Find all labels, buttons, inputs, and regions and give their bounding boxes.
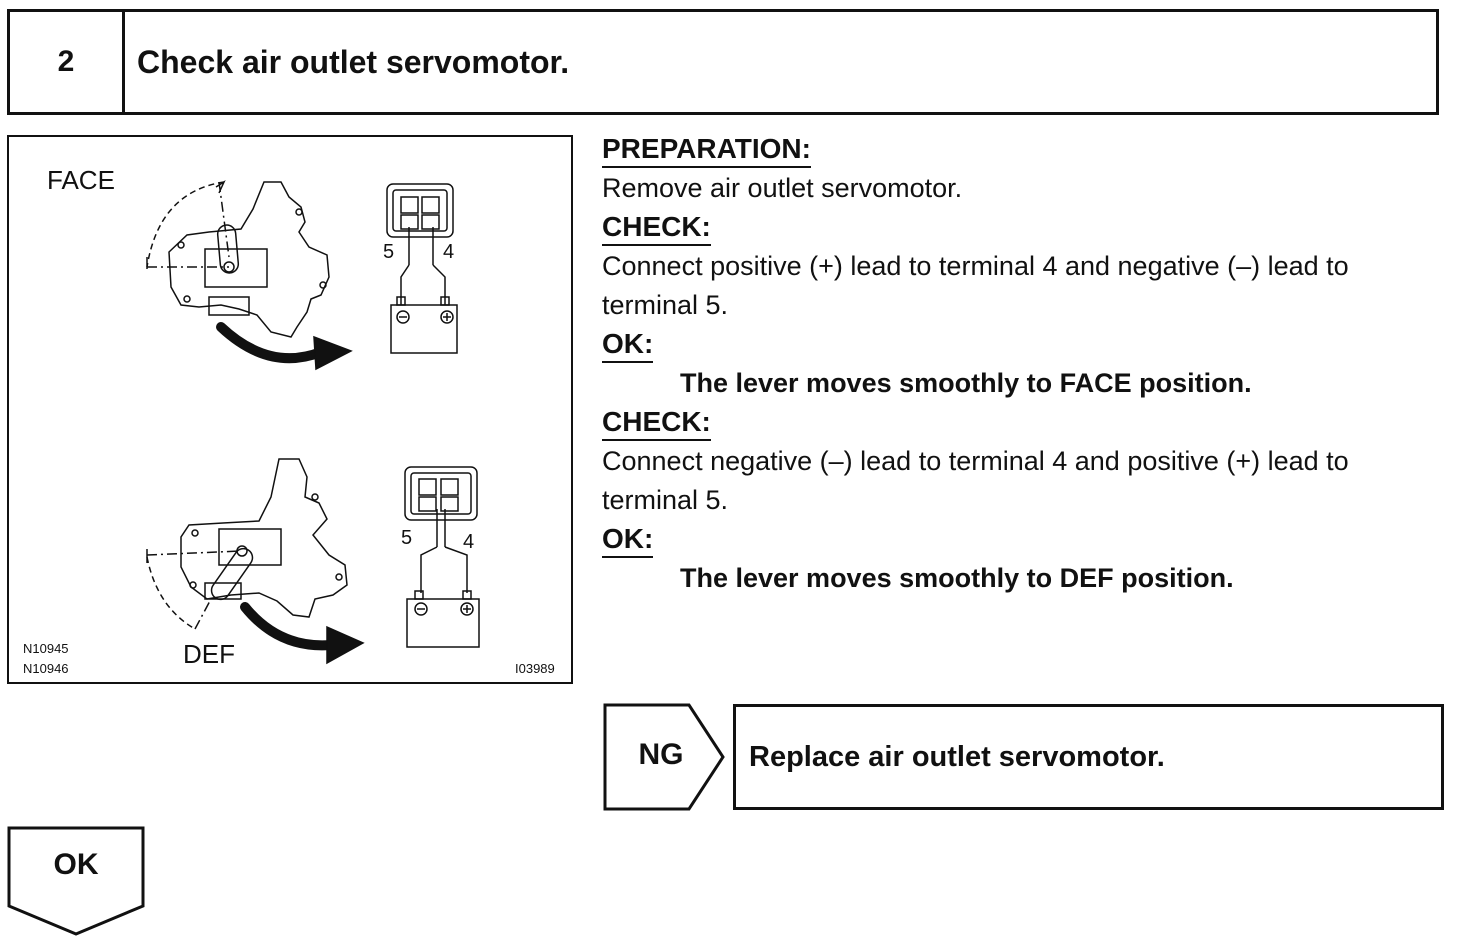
servo-lever-def [210, 547, 254, 601]
ng-action-box: Replace air outlet servomotor. [733, 704, 1444, 810]
ok-arrow-box [7, 826, 145, 936]
servomotor-figure: FACE DEF 5 4 5 4 N10945 N10946 I03989 [7, 135, 573, 684]
terminal-4-label-top: 4 [443, 241, 455, 263]
motion-arrow-face [216, 322, 326, 364]
check-heading-2: CHECK: [602, 405, 711, 441]
check-text-2: Connect negative (–) lead to terminal 4 … [602, 446, 1349, 515]
figure-code-1: N10945 [23, 641, 69, 656]
preparation-text: Remove air outlet servomotor. [602, 173, 963, 203]
step-header: 2 Check air outlet servomotor. [7, 9, 1439, 115]
ok-heading-2: OK: [602, 522, 654, 558]
face-angle-arc [146, 181, 225, 268]
servo-lever-face [216, 224, 240, 274]
terminal-5-label-top: 5 [383, 241, 395, 263]
face-label: FACE [47, 165, 115, 195]
servo-body-face [168, 181, 330, 338]
check-text-1: Connect positive (+) lead to terminal 4 … [602, 251, 1349, 320]
connector-face [386, 183, 454, 238]
ok-text-2: The lever moves smoothly to DEF position… [680, 563, 1234, 593]
terminal-5-label-bottom: 5 [401, 527, 413, 549]
connector-def [404, 466, 478, 521]
ng-label: NG [638, 738, 684, 771]
servo-body-def [180, 458, 348, 618]
def-label: DEF [183, 639, 235, 669]
terminal-4-label-bottom: 4 [463, 531, 475, 553]
step-title: Check air outlet servomotor. [137, 43, 570, 80]
connector-housing-face [208, 296, 250, 316]
ok-text-1: The lever moves smoothly to FACE positio… [680, 368, 1252, 398]
instructions: PREPARATION: Remove air outlet servomoto… [602, 130, 1452, 598]
servo-motor-housing-face [204, 248, 268, 288]
preparation-heading: PREPARATION: [602, 132, 811, 168]
figure-code-3: I03989 [515, 661, 555, 676]
figure-code-2: N10946 [23, 661, 69, 676]
servomotor-diagram [146, 180, 480, 665]
ng-action-text: Replace air outlet servomotor. [749, 740, 1165, 773]
lever-pivot-face [223, 261, 235, 273]
connector-housing-def [204, 582, 242, 600]
ng-arrow-box [603, 703, 725, 811]
battery-face [390, 304, 458, 354]
battery-def [406, 598, 480, 648]
servo-motor-housing-def [218, 528, 282, 566]
ok-heading-1: OK: [602, 327, 654, 363]
lever-pivot-def [236, 545, 248, 557]
check-heading-1: CHECK: [602, 210, 711, 246]
step-number: 2 [10, 12, 125, 112]
def-angle-arc [146, 556, 196, 630]
motion-arrow-def [240, 602, 336, 651]
ok-label: OK [53, 848, 99, 881]
